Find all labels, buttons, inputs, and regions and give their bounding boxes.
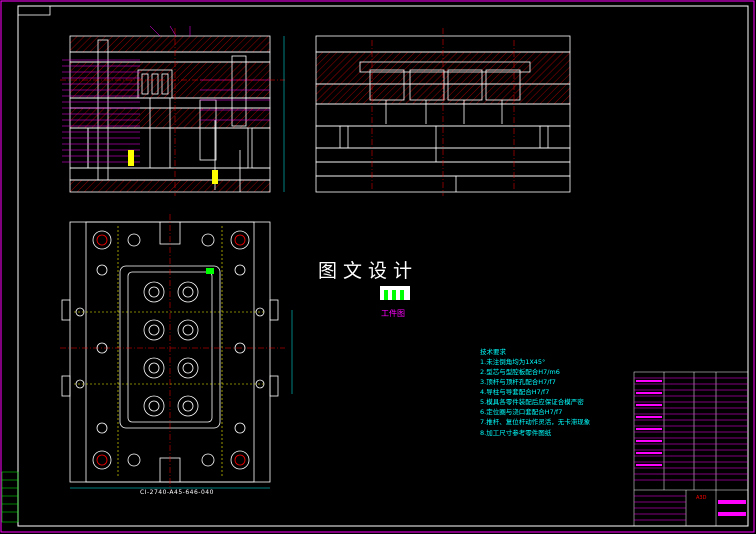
plan-view-side-lugs (61, 299, 279, 397)
title-block (633, 371, 749, 527)
drawing-number: CI-2740-A45-646-040 (140, 489, 214, 496)
leader-lines-front (62, 25, 270, 163)
note-item: 8.加工尺寸参考零件图纸 (480, 428, 552, 437)
side-view-centerlines (371, 28, 515, 196)
technical-notes: 技术要求 1.未注倒角均为1X45° 2.型芯与型腔板配合H7/m6 3.顶杆与… (480, 347, 630, 438)
front-view-centerlines (60, 28, 285, 196)
title-block-rows (634, 377, 748, 521)
note-item: 5.模具各零件装配后应保证合模严密 (480, 398, 584, 407)
title-block-fills (636, 380, 746, 516)
note-item: 7.推杆、复位杆动作灵活，无卡滞现象 (480, 418, 591, 427)
plan-view-cavities (143, 281, 199, 417)
note-item: 1.未注倒角均为1X45° (480, 358, 546, 367)
design-title: 图文设计 (318, 260, 419, 282)
plan-view-guide-pillars (75, 230, 265, 470)
front-view-bolts (128, 150, 218, 184)
notes-heading: 技术要求 (480, 348, 506, 356)
note-item: 6.定位圈与浇口套配合H7/f7 (480, 408, 563, 417)
title-block-logo: A3D (696, 495, 707, 501)
note-item: 3.顶杆与顶杆孔配合H7/f7 (480, 378, 556, 387)
part-icon (380, 286, 410, 300)
inner-frame (17, 5, 749, 527)
note-item: 2.型芯与型腔板配合H7/m6 (480, 368, 560, 377)
plan-view-gate-mark (206, 268, 214, 274)
margin-stamp (1, 471, 19, 523)
plan-view-centerlines (60, 214, 285, 490)
corner-tag (17, 5, 51, 16)
note-item: 4.导柱与导套配合H7/f7 (480, 388, 550, 397)
part-label: 工件图 (381, 309, 405, 318)
